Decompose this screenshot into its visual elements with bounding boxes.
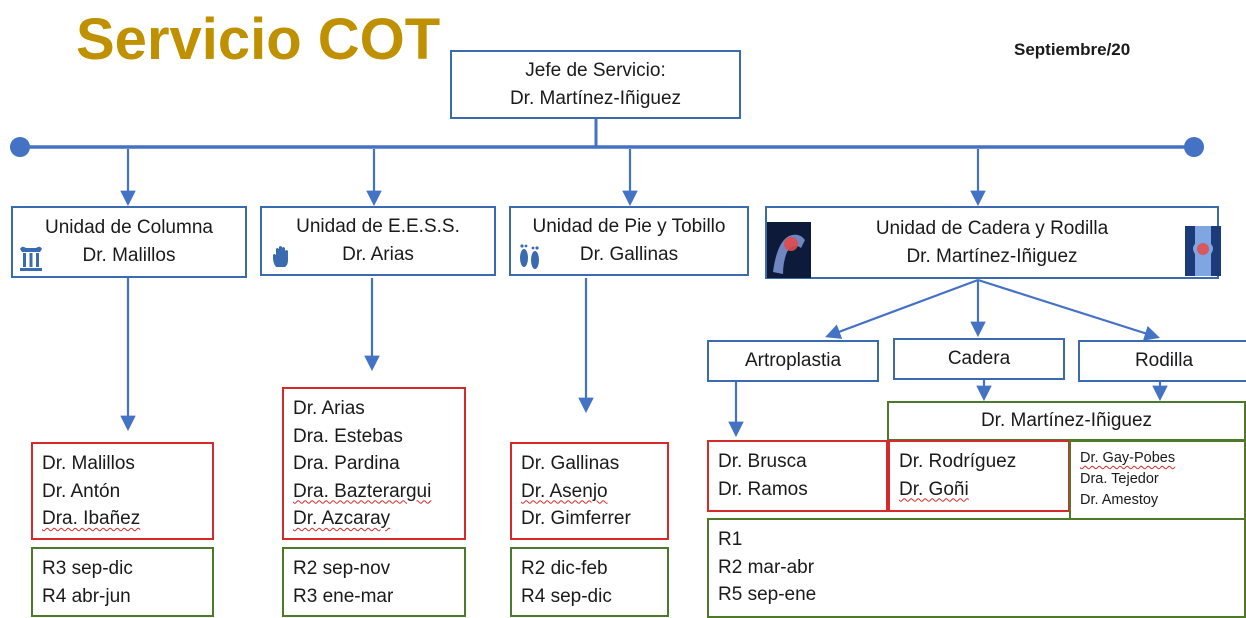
- residents-cadera: R1 R2 mar-abr R5 sep-ene: [707, 518, 1246, 618]
- list-item: R2 sep-nov: [293, 558, 391, 579]
- subunit-cadera: Cadera: [893, 338, 1065, 380]
- subunit-artroplastia-label: Artroplastia: [744, 350, 842, 371]
- list-item: Dr. Gay-Pobes: [1080, 450, 1176, 466]
- timeline-start-dot: [10, 137, 30, 157]
- list-item: Dra. Tejedor: [1080, 471, 1159, 487]
- list-item: Dr. Arias: [293, 398, 365, 419]
- list-item: Dr. Asenjo: [521, 480, 608, 502]
- column-icon: [20, 246, 42, 271]
- list-item: Dr. Rodríguez: [899, 451, 1017, 472]
- list-item: Dra. Estebas: [293, 425, 403, 447]
- list-item: Dra. Bazterargui: [293, 480, 432, 502]
- chief-name: Dr. Martínez-Iñiguez: [509, 87, 682, 109]
- list-item: Dr. Azcaray: [293, 508, 391, 529]
- list-item: Dra. Pardina: [293, 453, 400, 474]
- unit-columna-title: Unidad de Columna: [45, 217, 213, 238]
- list-item: Dr. Amestoy: [1080, 492, 1159, 508]
- list-item: Dr. Antón: [42, 480, 121, 502]
- list-item: Dr. Malillos: [42, 453, 135, 474]
- date-label: Septiembre/20: [1014, 40, 1131, 59]
- joint-head-name: Dr. Martínez-Iñiguez: [980, 410, 1153, 431]
- unit-cadera: Unidad de Cadera y Rodilla Dr. Martínez-…: [765, 206, 1221, 279]
- subunit-rodilla-label: Rodilla: [1134, 350, 1194, 371]
- list-item: Dr. Brusca: [718, 451, 807, 472]
- knee-xray-icon: [1185, 226, 1221, 276]
- staff-rodilla: Dr. Gay-Pobes Dra. Tejedor Dr. Amestoy: [1069, 440, 1246, 520]
- list-item: Dr. Gallinas: [521, 453, 620, 474]
- page-title: Servicio COT: [76, 7, 441, 72]
- timeline-end-dot: [1184, 137, 1204, 157]
- hip-xray-icon: [767, 222, 811, 278]
- chief-title: Jefe de Servicio:: [525, 59, 666, 81]
- unit-columna-head: Dr. Malillos: [82, 245, 176, 266]
- staff-eess: Dr. Arias Dra. Estebas Dra. Pardina Dra.…: [282, 387, 466, 540]
- unit-eess: Unidad de E.E.S.S. Dr. Arias: [260, 206, 496, 276]
- residents-columna: R3 sep-dic R4 abr-jun: [31, 547, 214, 617]
- residents-eess: R2 sep-nov R3 ene-mar: [282, 547, 466, 617]
- unit-eess-title: Unidad de E.E.S.S.: [296, 216, 460, 237]
- list-item: R2 dic-feb: [521, 558, 608, 579]
- subunit-artroplastia: Artroplastia: [707, 340, 879, 382]
- list-item: R5 sep-ene: [718, 584, 817, 605]
- feet-icon: [520, 244, 539, 269]
- unit-columna: Unidad de Columna Dr. Malillos: [11, 206, 247, 278]
- list-item: R3 sep-dic: [42, 558, 133, 579]
- staff-cadera: Dr. Rodríguez Dr. Goñi: [888, 440, 1070, 512]
- joint-head-box: Dr. Martínez-Iñiguez: [887, 401, 1246, 441]
- unit-pie-head: Dr. Gallinas: [579, 244, 679, 265]
- residents-pie: R2 dic-feb R4 sep-dic: [510, 547, 669, 617]
- chief-box: Jefe de Servicio: Dr. Martínez-Iñiguez: [450, 50, 741, 119]
- list-item: Dr. Gimferrer: [521, 508, 631, 529]
- staff-artroplastia: Dr. Brusca Dr. Ramos: [707, 440, 888, 512]
- list-item: Dr. Ramos: [718, 478, 808, 500]
- subunit-cadera-label: Cadera: [947, 348, 1011, 369]
- unit-cadera-head: Dr. Martínez-Iñiguez: [906, 245, 1078, 267]
- list-item: R3 ene-mar: [293, 585, 394, 607]
- list-item: R4 abr-jun: [42, 585, 131, 607]
- list-item: R4 sep-dic: [521, 585, 612, 607]
- unit-eess-head: Dr. Arias: [342, 244, 414, 265]
- staff-columna: Dr. Malillos Dr. Antón Dra. Ibañez: [31, 442, 214, 540]
- staff-pie: Dr. Gallinas Dr. Asenjo Dr. Gimferrer: [510, 442, 669, 540]
- unit-pie-title: Unidad de Pie y Tobillo: [532, 216, 726, 237]
- list-item: Dra. Ibañez: [42, 508, 141, 529]
- unit-pie: Unidad de Pie y Tobillo Dr. Gallinas: [509, 206, 749, 276]
- list-item: R2 mar-abr: [718, 556, 815, 578]
- unit-cadera-title: Unidad de Cadera y Rodilla: [875, 217, 1109, 239]
- subunit-rodilla: Rodilla: [1078, 340, 1246, 382]
- hand-icon: [273, 246, 288, 267]
- list-item: R1: [718, 529, 743, 550]
- list-item: Dr. Goñi: [899, 478, 969, 500]
